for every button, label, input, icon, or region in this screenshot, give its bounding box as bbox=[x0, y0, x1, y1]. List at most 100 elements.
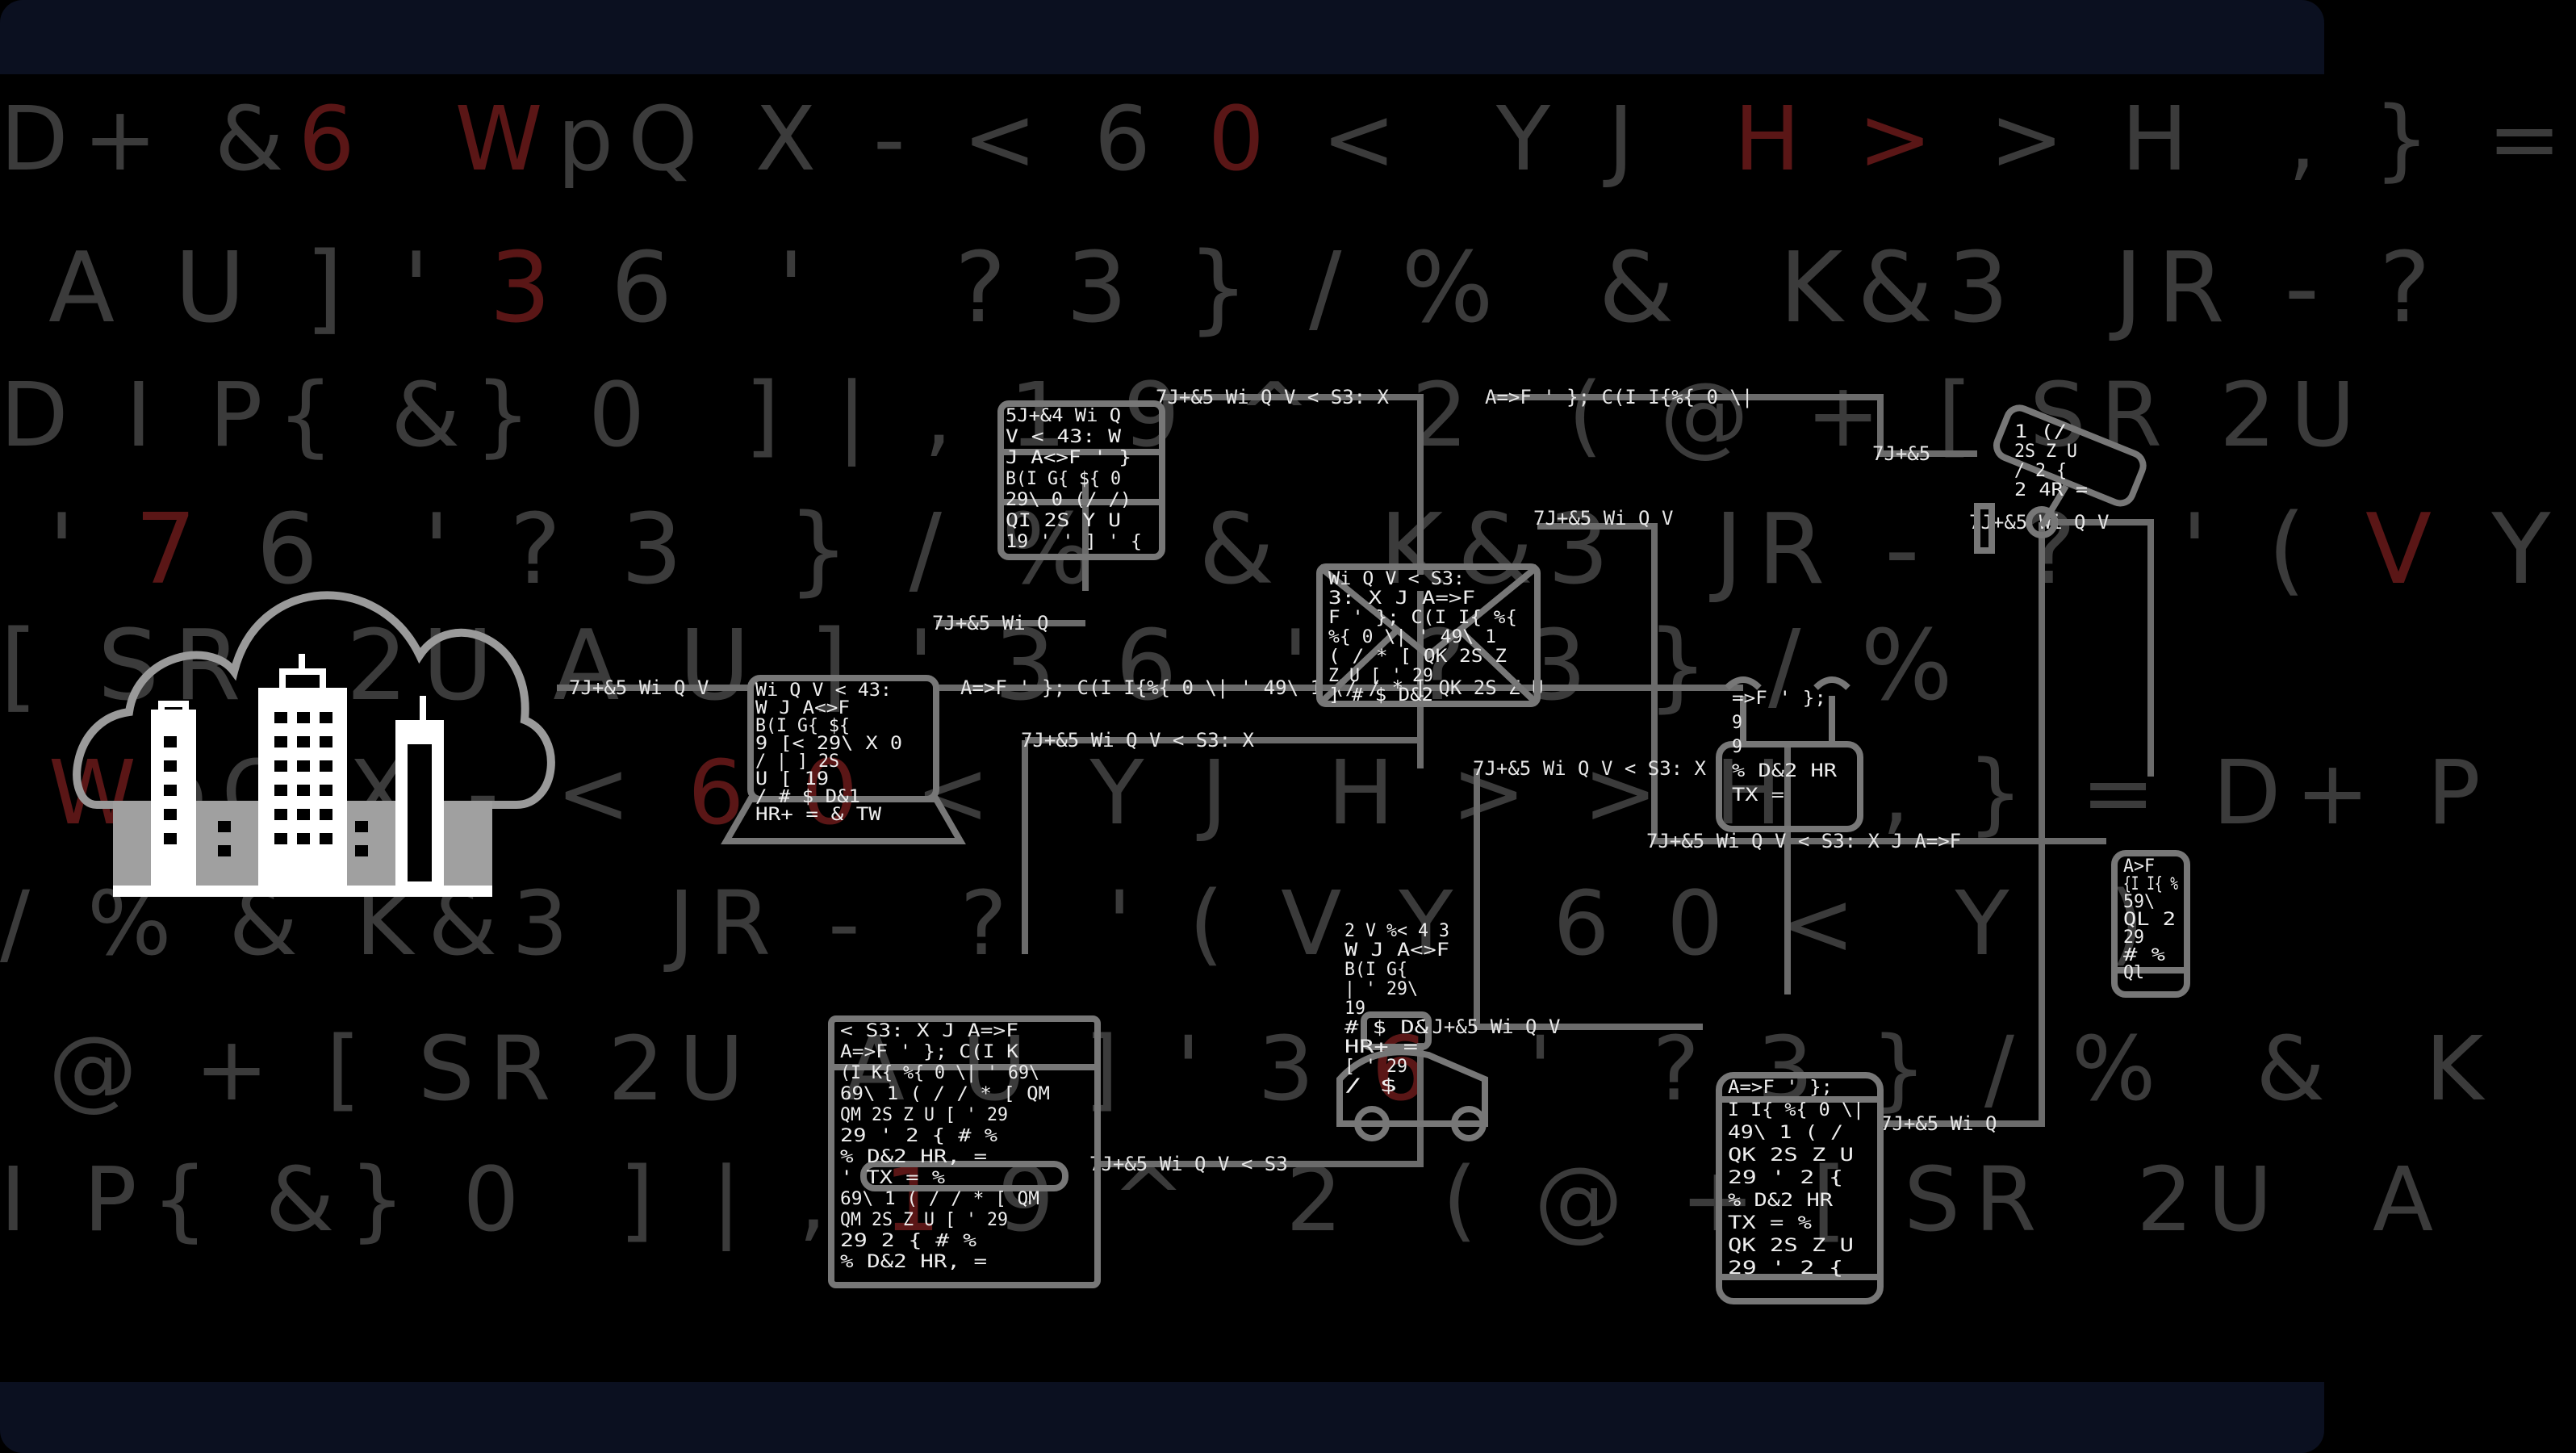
device-glyph-line: I I{ %{ 0 \| bbox=[1728, 1100, 1864, 1120]
device-glyph-line: A=>F ' }; C(I K bbox=[840, 1042, 1019, 1062]
device-glyph-line: 69\ 1 ( / / * [ QM bbox=[840, 1084, 1050, 1104]
device-glyph-line: TX = bbox=[1732, 785, 1784, 806]
device-glyph-line: 29 bbox=[2123, 927, 2144, 948]
device-glyph-line: A=>F ' }; bbox=[1728, 1078, 1833, 1098]
device-glyph-line: J A<>F ' } bbox=[1006, 448, 1131, 468]
device-glyph-line: 29 ' 2 { bbox=[1728, 1258, 1843, 1279]
tablet-device: A=>F ' };I I{ %{ 0 \|49\ 1 ( /QK 2S Z U2… bbox=[1716, 1072, 1884, 1304]
background-glyph-row: / % & K&3 JR - ? ' ( V Y 6 0 < Y ) bbox=[0, 872, 2159, 975]
device-glyph-line: 2S Z U bbox=[2014, 442, 2077, 462]
envelope-device: Wi Q V < S3:3: X J A=>FF ' }; C(I I{ %{%… bbox=[1316, 563, 1541, 707]
scooter-device: 2 V %< 4 3W J A<>FB(I G{| ' 29\19# $ D&H… bbox=[1336, 921, 1488, 1141]
device-glyph-line: 9 [< 29\ X 0 bbox=[755, 734, 902, 754]
device-glyph-line: 9 bbox=[1732, 713, 1742, 733]
cloud-city-icon bbox=[73, 591, 555, 897]
device-glyph-line: QI 2S Y U bbox=[1006, 511, 1121, 531]
device-glyph-line: 2 4R = bbox=[2014, 480, 2088, 500]
device-glyph-line: / # $ D&1 bbox=[755, 787, 860, 807]
printer-device: < S3: X J A=>FA=>F ' }; C(I K(I K{ %{ 0 … bbox=[828, 1015, 1101, 1288]
laptop-device: Wi Q V < 43:W J A<>FB(I G{ ${9 [< 29\ X … bbox=[721, 675, 966, 844]
wire-label: 7J+&5 bbox=[1872, 442, 1930, 465]
device-glyph-line: [ ' 29 bbox=[1344, 1057, 1407, 1077]
wire-top-long bbox=[1493, 394, 1977, 457]
background-glyph-row: A U ] ' 3 6 ' ? 3 } / % & K&3 JR - ? bbox=[48, 232, 2445, 345]
device-glyph-line: % D&2 HR, = bbox=[840, 1252, 987, 1272]
device-glyph-line: 29 2 { # % bbox=[840, 1231, 976, 1251]
device-glyph-line: B(I G{ bbox=[1344, 960, 1407, 980]
device-glyph-line: QM 2S Z U [ ' 29 bbox=[840, 1105, 1008, 1125]
device-glyph-line: 49\ 1 ( / bbox=[1728, 1123, 1843, 1143]
device-glyph-line: ' TX = % bbox=[840, 1168, 945, 1188]
device-glyph-line: HR+ = & TW bbox=[755, 805, 882, 825]
wire-label: 7J+&5 Wi Q bbox=[1880, 1112, 1997, 1135]
device-glyph-line: 9 bbox=[1732, 737, 1742, 757]
device-glyph-line: HR+ = bbox=[1344, 1037, 1418, 1057]
device-glyph-line: =>F ' }; bbox=[1732, 689, 1826, 709]
wire-label: 7J+&5 Wi Q V < S3: X J A=>F bbox=[1646, 830, 1961, 852]
device-glyph-line: Ql bbox=[2123, 963, 2144, 983]
background-glyph-row: ' 7 6 ' ? 3 } / % & K&3 JR - ? ' ( V Y bbox=[48, 494, 2566, 606]
device-glyph-line: 29 ' 2 { # % bbox=[840, 1126, 997, 1146]
wire-label: A=>F ' }; C(I I{%{ 0 \| ' 49\ 1 (/ / * [… bbox=[960, 676, 1543, 699]
device-glyph-line: W J A<>F bbox=[755, 698, 850, 718]
wire-label: 7J+&5 Wi Q V bbox=[569, 676, 709, 699]
device-glyph-line: Wi Q V < S3: bbox=[1328, 569, 1465, 589]
device-glyph-line: QK 2S Z U bbox=[1728, 1236, 1854, 1256]
wire-server-right bbox=[1162, 394, 1424, 575]
background-glyph-row: I P{ &} 0 ] | , 1 9 ^ 2 ( @ + [ SR 2U A bbox=[0, 1148, 2448, 1251]
device-glyph-line: B(I G{ ${ bbox=[755, 716, 850, 736]
device-glyph-line: V < 43: W bbox=[1006, 427, 1122, 447]
device-glyph-line: 5J+&4 Wi Q bbox=[1006, 406, 1121, 426]
device-glyph-line: # $ D& bbox=[1344, 1018, 1429, 1038]
device-glyph-line: 3: X J A=>F bbox=[1328, 588, 1475, 609]
device-glyph-line: W J A<>F bbox=[1344, 940, 1449, 961]
device-glyph-line: 19 bbox=[1344, 999, 1365, 1019]
device-glyph-line: / | ] 2S bbox=[755, 752, 839, 772]
phone-device: A>F{I I{ %59\QL 229# %Ql bbox=[2111, 850, 2190, 998]
device-glyph-line: TX = % bbox=[1728, 1213, 1812, 1233]
device-glyph-line: % D&2 HR bbox=[1732, 761, 1838, 781]
network-diagram: 7J+&5 Wi Q V < S3: X 7J+&5 Wi Q V A=>F '… bbox=[73, 386, 2190, 1304]
wire-label: 7J+&5 Wi Q V < S3: X bbox=[1021, 729, 1255, 752]
device-glyph-line: F ' }; C(I I{ %{ bbox=[1328, 608, 1517, 628]
device-glyph-line: ] # $ D&2 bbox=[1328, 685, 1433, 706]
device-glyph-line: (I K{ %{ 0 \| ' 69\ bbox=[840, 1063, 1039, 1083]
wire-label: 7J+&5 Wi Q V < S3 bbox=[1089, 1153, 1288, 1175]
device-glyph-line: % D&2 HR, = bbox=[840, 1147, 987, 1167]
background-glyph-row: D I P{ &} 0 ] | , 1 9 ^ 2 ( @ + [ SR 2U bbox=[0, 363, 2370, 467]
device-glyph-line: 29 ' 2 { bbox=[1728, 1168, 1843, 1188]
device-glyph-line: / $ bbox=[1344, 1076, 1397, 1096]
wire-right-col bbox=[1880, 522, 2045, 1127]
background-glyph-row: [ SR 2U A U ] ' 3 6 ' ? 3 } / % bbox=[0, 610, 1968, 722]
device-glyph-line: QM 2S Z U [ ' 29 bbox=[840, 1210, 1008, 1230]
security-camera-device: 1 (/ 2S Z U/ 2 {2 4R = bbox=[1974, 404, 2147, 554]
server-device: 5J+&4 Wi QV < 43: WJ A<>F ' }B(I G{ ${ 0… bbox=[997, 400, 1165, 560]
device-glyph-line: 29\ 0 (/ /) bbox=[1006, 490, 1131, 510]
device-glyph-line: A>F bbox=[2123, 856, 2155, 877]
device-glyph-line: {I I{ % bbox=[2123, 874, 2178, 894]
wire-camera-down bbox=[2042, 519, 2154, 777]
router-device: =>F ' }; 9 9 % D&2 HR TX = bbox=[1716, 676, 1863, 832]
wire-label: 7J+&5 Wi Q V < S3: X bbox=[1156, 386, 1390, 408]
background-glyph-row: D+ &6 WpQ X - < 6 0 < Y J H > > H , } = bbox=[0, 87, 2576, 191]
device-glyph-line: ( / * [ QK 2S Z bbox=[1328, 647, 1507, 667]
device-glyph-line: Z U [ ' 29 bbox=[1328, 666, 1433, 686]
device-glyph-line: / 2 { bbox=[2014, 461, 2067, 481]
device-glyph-line: Wi Q V < 43: bbox=[755, 680, 892, 701]
wire-label: 7J+&5 Wi Q V < S3: X bbox=[1473, 757, 1707, 780]
device-glyph-line: QL 2 bbox=[2123, 910, 2176, 930]
animation-stage: D+ &6 WpQ X - < 6 0 < Y J H > > H , } =A… bbox=[0, 74, 2561, 1382]
device-glyph-line: 19 ' ' ] ' { bbox=[1006, 532, 1142, 552]
wire-label: 7J+&5 Wi Q bbox=[932, 612, 1049, 634]
wire-label-group: 7J+&5 Wi Q V < S3: X 7J+&5 Wi Q V A=>F '… bbox=[569, 386, 2109, 1175]
device-glyph-line: QK 2S Z U bbox=[1728, 1145, 1854, 1166]
wire-center-down bbox=[1474, 768, 1703, 1030]
device-glyph-line: %{ 0 \| ' 49\ 1 bbox=[1328, 627, 1496, 647]
device-glyph-line: U [ 19 bbox=[755, 769, 829, 789]
wire-label: 7J+&5 Wi Q V bbox=[1533, 507, 1673, 530]
device-glyph-line: < S3: X J A=>F bbox=[840, 1021, 1018, 1041]
device-glyph-line: 1 (/ bbox=[2014, 422, 2067, 442]
device-glyph-line: 59\ bbox=[2123, 892, 2155, 912]
device-glyph-line: 2 V %< 4 3 bbox=[1344, 921, 1449, 941]
